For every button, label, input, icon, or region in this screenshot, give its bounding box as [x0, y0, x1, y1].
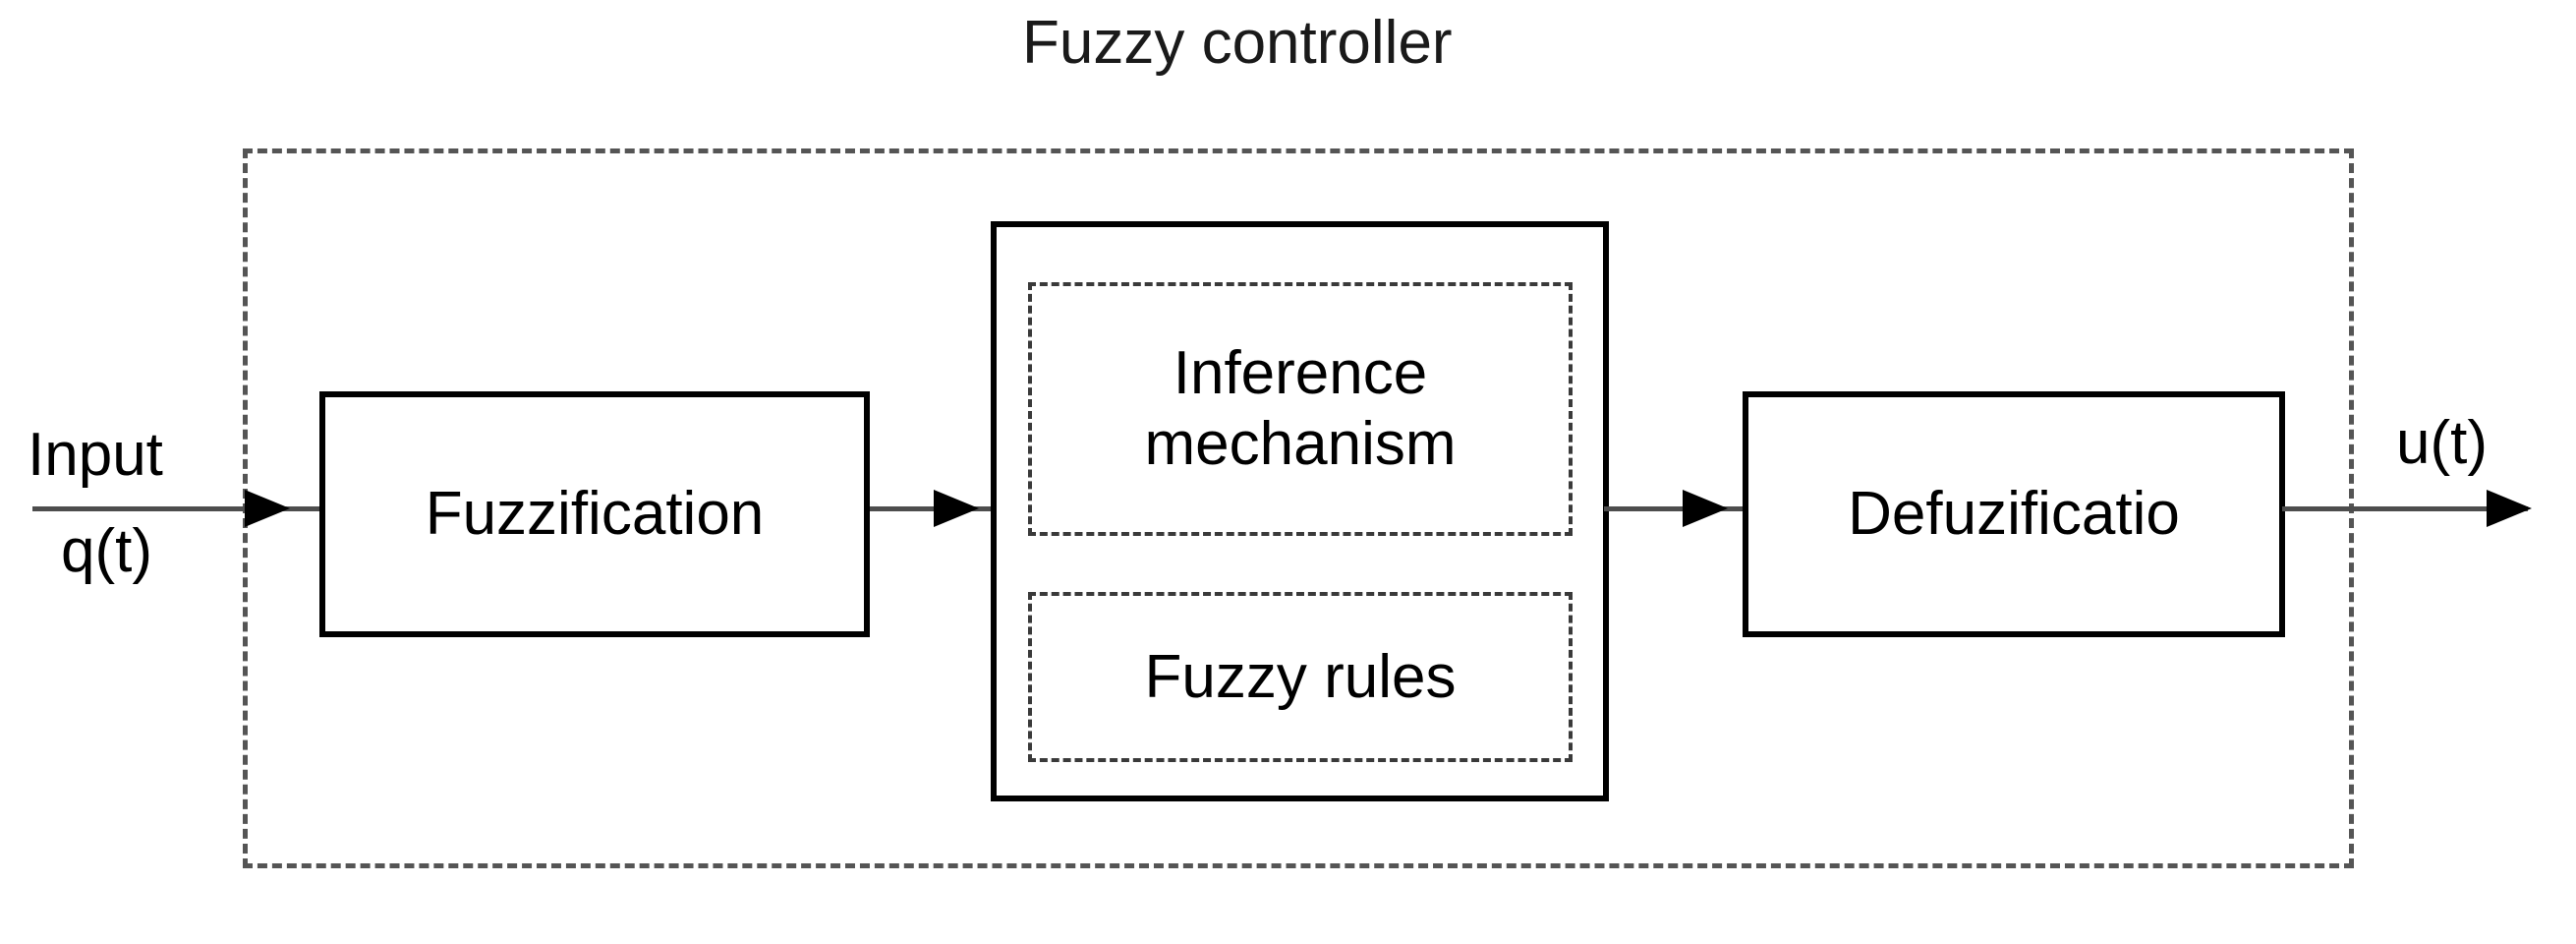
inference-mechanism-subblock: Inference mechanism [1028, 282, 1573, 536]
output-arrowhead-icon [2487, 490, 2532, 527]
fuzzy-rules-subblock: Fuzzy rules [1028, 592, 1573, 762]
output-connector-line [2282, 506, 2528, 511]
fuzzification-block: Fuzzification [319, 391, 870, 637]
inference-to-defuzzification-arrowhead-icon [1683, 490, 1728, 527]
inference-block [991, 221, 1609, 801]
inference-mechanism-label: Inference mechanism [1144, 339, 1457, 478]
fuzzification-block-label: Fuzzification [425, 480, 765, 548]
defuzzification-block-label: Defuzificatio [1848, 480, 2180, 548]
defuzzification-block: Defuzificatio [1743, 391, 2285, 637]
output-signal-label: u(t) [2396, 409, 2488, 477]
input-label: Input [28, 421, 163, 489]
inference-to-defuzzification-line [1604, 506, 1747, 511]
fuzzy-rules-label: Fuzzy rules [1144, 642, 1457, 711]
input-signal-label: q(t) [61, 517, 152, 585]
fuzzification-to-inference-arrowhead-icon [934, 490, 979, 527]
input-connector-line [32, 506, 327, 511]
diagram-title: Fuzzy controller [1022, 9, 1453, 77]
input-arrowhead-icon [245, 490, 290, 527]
fuzzification-to-inference-line [870, 506, 996, 511]
